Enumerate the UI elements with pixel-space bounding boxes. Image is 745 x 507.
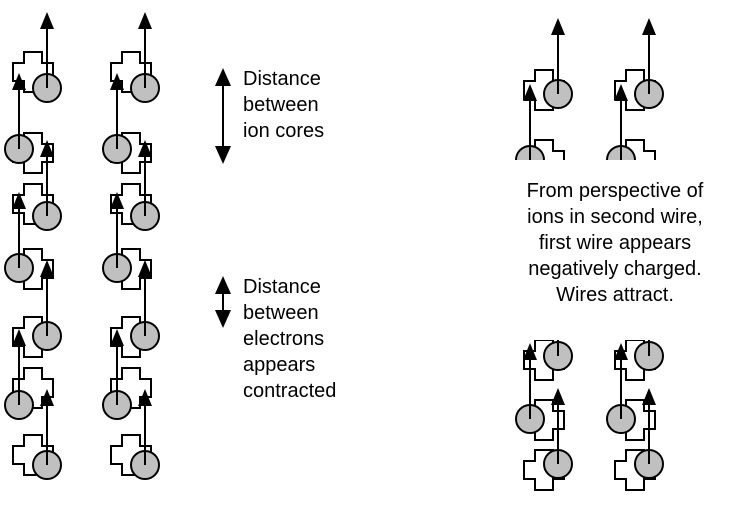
up-arrow-icon <box>40 389 54 406</box>
up-arrow-icon <box>642 18 656 35</box>
ion-spacing-line-3: ion cores <box>243 120 325 142</box>
ion-spacing-arrow-down-icon <box>215 146 231 164</box>
electron-spacing-arrow-up-icon <box>215 276 231 294</box>
electron-spacing-line-4: appears <box>243 354 316 376</box>
up-arrow-icon <box>110 329 124 346</box>
up-arrow-icon <box>642 388 656 405</box>
electron-spacing-line-3: electrons <box>243 328 325 350</box>
right-wire-pair-lower-view <box>515 340 664 491</box>
ion-spacing-line-1: Distance <box>243 68 321 90</box>
up-arrow-icon <box>523 84 537 101</box>
up-arrow-icon <box>12 192 26 209</box>
up-arrow-icon <box>614 343 628 360</box>
up-arrow-icon <box>110 192 124 209</box>
perspective-line-4: negatively charged. <box>528 258 702 280</box>
up-arrow-icon <box>40 260 54 277</box>
up-arrow-icon <box>138 389 152 406</box>
perspective-line-3: first wire appears <box>538 232 692 254</box>
up-arrow-icon <box>40 140 54 157</box>
perspective-note: From perspective of ions in second wire,… <box>490 178 740 308</box>
ion-spacing-line-2: between <box>243 94 319 116</box>
perspective-line-1: From perspective of <box>526 180 704 202</box>
electron-spacing-arrow-down-icon <box>215 310 231 328</box>
up-arrow-icon <box>12 73 26 90</box>
electron-spacing-line-1: Distance <box>243 276 321 298</box>
electron-spacing-line-2: between <box>243 302 319 324</box>
up-arrow-icon <box>551 18 565 35</box>
up-arrow-icon <box>523 343 537 360</box>
ion-core-icon <box>12 367 54 409</box>
up-arrow-icon <box>614 84 628 101</box>
up-arrow-icon <box>40 12 54 29</box>
electron-spacing-line-5: contracted <box>243 380 337 402</box>
ion-spacing-arrow-up-icon <box>215 68 231 86</box>
ion-spacing-label: Distance between ion cores <box>243 66 324 144</box>
up-arrow-icon <box>12 329 26 346</box>
up-arrow-icon <box>138 260 152 277</box>
perspective-line-5: Wires attract. <box>556 284 674 306</box>
left-wire-pair <box>4 12 160 480</box>
up-arrow-icon <box>138 140 152 157</box>
up-arrow-icon <box>110 73 124 90</box>
ion-core-icon <box>110 367 152 409</box>
right-wire-pair-upper-view <box>515 18 664 160</box>
perspective-line-2: ions in second wire, <box>527 206 703 228</box>
up-arrow-icon <box>138 12 152 29</box>
electron-spacing-label: Distance between electrons appears contr… <box>243 274 336 404</box>
up-arrow-icon <box>551 388 565 405</box>
spacing-indicators <box>215 68 231 328</box>
